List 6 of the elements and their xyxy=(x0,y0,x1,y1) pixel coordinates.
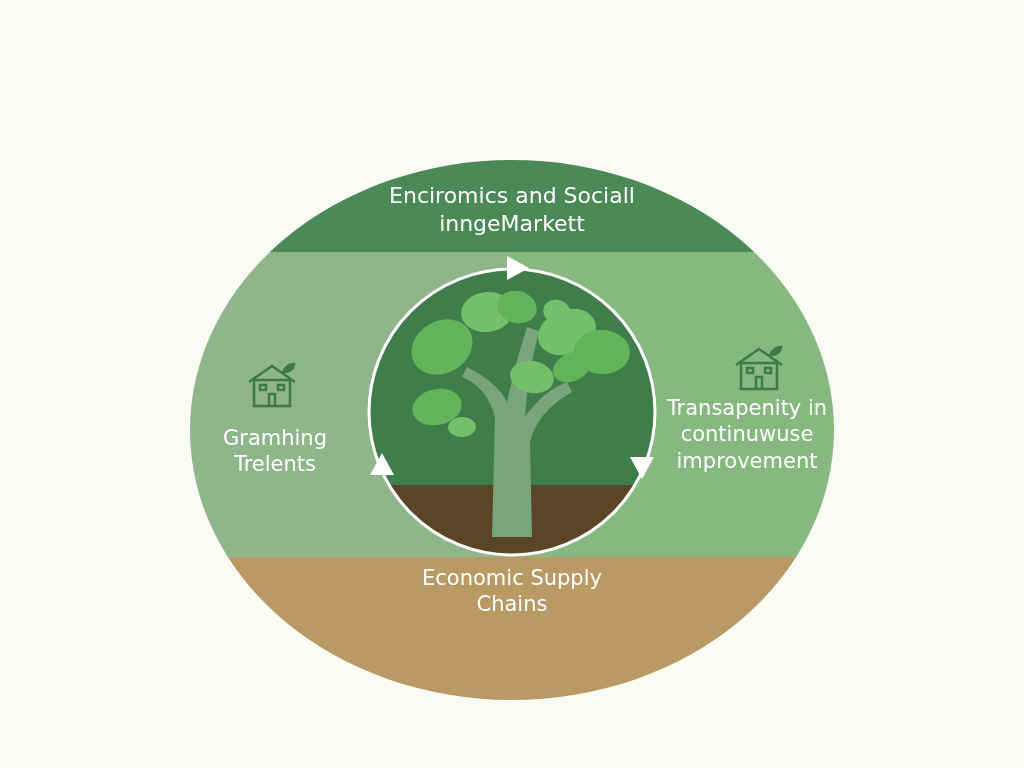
right-segment xyxy=(657,252,835,557)
segment-label: Transapenity in continuwuse improvement xyxy=(665,395,829,474)
segment-label: Economic Supply Chains xyxy=(421,565,603,618)
segment-label: Gramhing Trelents xyxy=(222,425,328,478)
left-segment xyxy=(190,252,367,557)
segment-label: Enciromics and Sociall inngeMarkett xyxy=(388,182,636,237)
